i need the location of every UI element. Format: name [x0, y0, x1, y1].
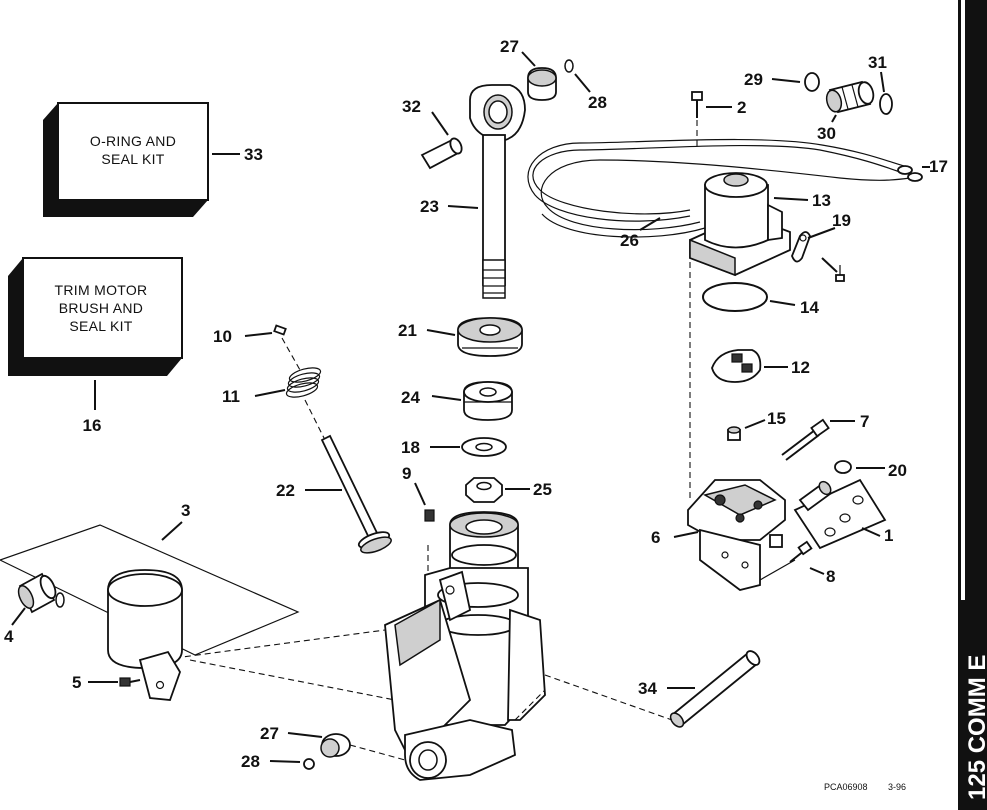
- trim-rod-23: [469, 84, 526, 299]
- callout-19: 19: [832, 211, 851, 230]
- callout-8: 8: [826, 567, 835, 586]
- callout-23: 23: [420, 197, 439, 216]
- trim-motor-13: [689, 172, 791, 277]
- pump-body-6: [687, 479, 786, 591]
- callout-10: 10: [213, 327, 232, 346]
- screw-2: [691, 91, 703, 118]
- valve-shaft-22: [320, 434, 392, 554]
- oring-14: [702, 282, 768, 312]
- nut-25: [465, 477, 503, 503]
- washer-18: [461, 437, 507, 457]
- bushing-27-bottom: [320, 733, 351, 758]
- callout-17: 17: [929, 157, 948, 176]
- ring-28-bottom: [303, 758, 315, 770]
- motor-wires-26: [527, 138, 923, 238]
- callout-4: 4: [4, 627, 14, 646]
- pin-32: [420, 137, 463, 170]
- callout-9: 9: [402, 464, 411, 483]
- trim-kit-line3: SEAL KIT: [69, 318, 132, 334]
- gasket-1: [793, 478, 887, 550]
- clip-19: [791, 231, 845, 282]
- screw-5: [119, 677, 141, 687]
- callout-12: 12: [791, 358, 810, 377]
- piston-24: [463, 381, 513, 421]
- callout-27-bottom: 27: [260, 724, 279, 743]
- ring-28-top: [564, 59, 574, 73]
- pivot-pin-34: [669, 650, 761, 728]
- figure-code: PCA06908: [824, 782, 868, 792]
- callout-22: 22: [276, 481, 295, 500]
- trim-kit-line1: TRIM MOTOR: [55, 282, 148, 298]
- coupler-12: [711, 349, 762, 383]
- sleeve-30: [825, 80, 875, 114]
- plug-9: [424, 509, 435, 522]
- callout-29: 29: [744, 70, 763, 89]
- callout-28-top: 28: [588, 93, 607, 112]
- callout-27-top: 27: [500, 37, 519, 56]
- valve-stem: [798, 480, 832, 512]
- callout-21: 21: [398, 321, 417, 340]
- plug-20: [834, 460, 852, 474]
- callout-25: 25: [533, 480, 552, 499]
- callout-13: 13: [812, 191, 831, 210]
- callout-15: 15: [767, 409, 786, 428]
- side-tab-text: 125 COMM E: [964, 655, 987, 800]
- reservoir-3: [0, 524, 300, 701]
- callout-28-bottom: 28: [241, 752, 260, 771]
- gland-21: [457, 317, 523, 357]
- plug-15: [727, 426, 741, 441]
- callout-3: 3: [181, 501, 190, 520]
- filter-4: [17, 572, 65, 614]
- callout-34: 34: [638, 679, 657, 698]
- callout-33: 33: [244, 145, 263, 164]
- bushing-27-top: [527, 67, 557, 101]
- callout-18: 18: [401, 438, 420, 457]
- callout-6: 6: [651, 528, 660, 547]
- callout-20: 20: [888, 461, 907, 480]
- callout-14: 14: [800, 298, 819, 317]
- screw-10: [273, 324, 287, 336]
- callout-30: 30: [817, 124, 836, 143]
- callout-16: 16: [83, 416, 102, 435]
- ring-29: [804, 72, 820, 92]
- screw-8: [789, 540, 813, 563]
- oring-kit-line2: SEAL KIT: [101, 151, 164, 167]
- bolt-7: [781, 418, 830, 461]
- oring-31: [879, 93, 893, 115]
- trim-cylinder-body: [384, 511, 546, 781]
- callout-24: 24: [401, 388, 420, 407]
- callout-26: 26: [620, 231, 639, 250]
- callout-31: 31: [868, 53, 887, 72]
- oring-kit-line1: O-RING AND: [90, 133, 176, 149]
- figure-date: 3-96: [888, 782, 906, 792]
- callout-2: 2: [737, 98, 746, 117]
- callout-7: 7: [860, 412, 869, 431]
- trim-motor-kit-box: TRIM MOTOR BRUSH AND SEAL KIT: [8, 257, 183, 376]
- callout-5: 5: [72, 673, 81, 692]
- callout-32: 32: [402, 97, 421, 116]
- oring-seal-kit-box: O-RING AND SEAL KIT: [43, 102, 209, 217]
- callout-1: 1: [884, 526, 893, 545]
- trim-kit-line2: BRUSH AND: [59, 300, 143, 316]
- callout-11: 11: [222, 387, 240, 406]
- spring-11: [285, 367, 322, 398]
